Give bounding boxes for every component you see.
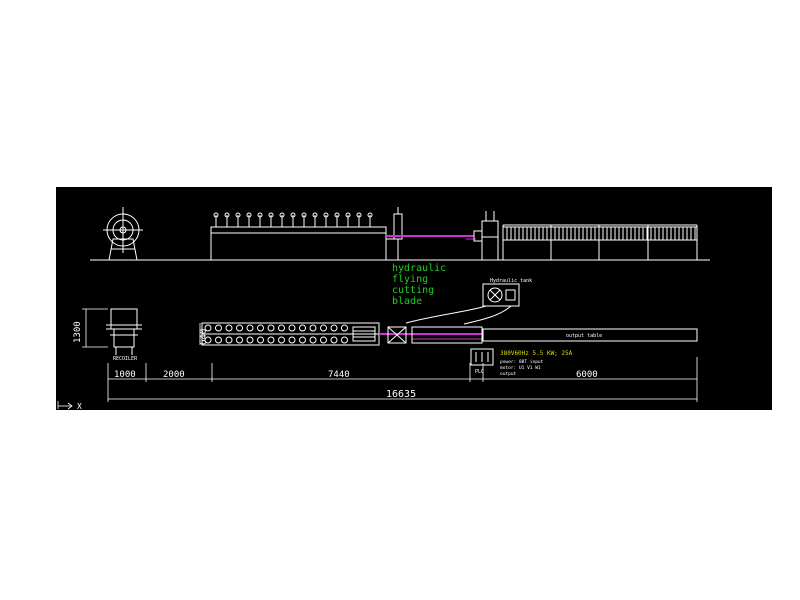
hydraulic-hose — [405, 305, 487, 324]
plan-roll-lower — [288, 336, 296, 344]
hydraulic-tank — [482, 283, 520, 307]
plc-box — [470, 348, 494, 366]
cutter-plan — [387, 326, 483, 344]
roll-station-gear — [323, 212, 329, 218]
output-table-plan — [482, 328, 698, 342]
plan-roll-lower — [225, 336, 233, 344]
roll-station-gear — [356, 212, 362, 218]
cad-drawing: hydraulic flying cutting blade Hydraulic… — [57, 207, 710, 410]
dim-1000: 1000 — [114, 370, 136, 380]
cutter-elevation — [473, 211, 499, 261]
roll-station-gear — [224, 212, 230, 218]
output-table-label: output table — [566, 333, 602, 339]
cutting-blade-annotation: hydraulic flying cutting blade — [392, 263, 446, 307]
roll-station-gear — [279, 212, 285, 218]
dim-640: 640 — [199, 329, 209, 345]
hydraulic-tank-label: Hydraulic tank — [490, 278, 532, 284]
roll-former-plan — [201, 322, 380, 346]
roll-station-gear — [312, 212, 318, 218]
cad-drawing-canvas: hydraulic flying cutting blade Hydraulic… — [56, 187, 772, 410]
roll-station-gear — [235, 212, 241, 218]
dim-7440: 7440 — [328, 370, 350, 380]
roll-station-gear — [268, 212, 274, 218]
annotation-line-3: cutting — [392, 285, 434, 296]
roll-station-gear — [290, 212, 296, 218]
plc-label: PLC — [475, 369, 484, 375]
plan-roll-lower — [215, 336, 222, 344]
dim-chain — [107, 357, 698, 402]
plan-roll-upper — [309, 324, 317, 332]
plan-roll-upper — [330, 324, 338, 332]
plan-roll-upper — [236, 324, 243, 332]
recoiler-elevation — [103, 207, 143, 261]
axis-label: X — [77, 402, 82, 410]
annotation-line-2: flying — [392, 274, 428, 285]
spec-line-4: output — [500, 371, 517, 377]
dim-2000: 2000 — [163, 370, 185, 380]
plan-roll-lower — [278, 336, 285, 344]
plan-roll-upper — [299, 324, 306, 332]
plan-roll-upper — [257, 324, 264, 332]
roll-station-gear — [334, 212, 340, 218]
plan-roll-upper — [320, 324, 327, 332]
plan-roll-upper — [215, 324, 222, 332]
plan-roll-upper — [341, 324, 348, 332]
dim-recoiler-height — [82, 308, 108, 348]
hydraulic-hose-2 — [463, 305, 512, 325]
roll-station-gear — [367, 212, 373, 218]
plan-roll-lower — [246, 336, 254, 344]
dim-1300: 1300 — [73, 321, 83, 343]
recoiler-label: RECOILER — [113, 356, 138, 362]
spec-line-3: motor: U1 V1 W1 — [500, 365, 541, 371]
spec-line-2: power: 88T input — [500, 359, 544, 365]
plan-roll-lower — [204, 336, 212, 344]
axis-marker — [57, 401, 73, 410]
plan-roll-lower — [236, 336, 243, 344]
plan-roll-lower — [320, 336, 327, 344]
roll-station-gear — [345, 212, 351, 218]
plan-roll-upper — [204, 324, 212, 332]
plan-roll-upper — [246, 324, 254, 332]
plan-roll-lower — [341, 336, 348, 344]
plan-roll-upper — [278, 324, 285, 332]
recoiler-plan — [106, 308, 142, 355]
electrical-specs: 380V60Hz 5.5 KW; 25A power: 88T input mo… — [500, 350, 573, 377]
roll-station-gear — [301, 212, 307, 218]
annotation-line-1: hydraulic — [392, 263, 446, 274]
roll-station-gear — [257, 212, 263, 218]
dim-6000: 6000 — [576, 370, 598, 380]
plan-roll-upper — [288, 324, 296, 332]
plan-roll-lower — [257, 336, 264, 344]
annotation-line-4: blade — [392, 296, 422, 307]
plan-roll-lower — [299, 336, 306, 344]
plan-roll-upper — [267, 324, 275, 332]
roll-station-gear — [213, 212, 219, 218]
plan-roll-upper — [225, 324, 233, 332]
dim-16635: 16635 — [386, 389, 416, 400]
output-table-elevation — [502, 224, 698, 260]
roll-former-elevation — [210, 207, 403, 261]
plan-roll-lower — [309, 336, 317, 344]
roll-station-gear — [246, 212, 252, 218]
plan-roll-lower — [267, 336, 275, 344]
spec-line-1: 380V60Hz 5.5 KW; 25A — [500, 350, 573, 357]
plan-roll-lower — [330, 336, 338, 344]
